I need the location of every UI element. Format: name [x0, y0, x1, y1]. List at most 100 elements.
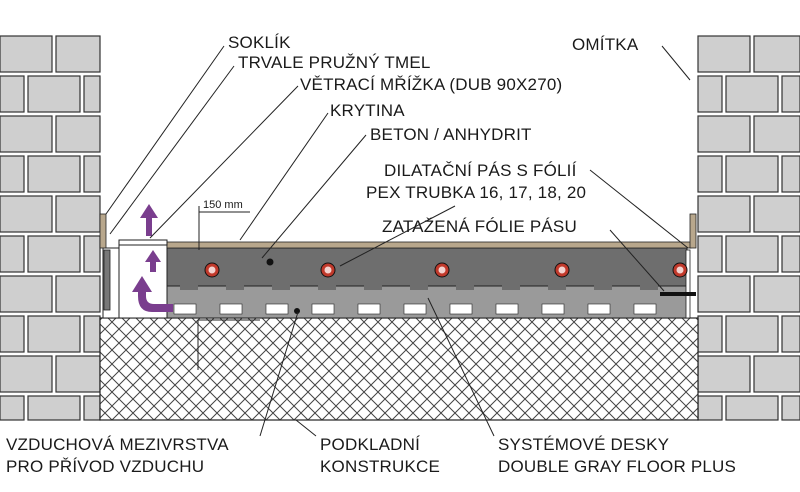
concrete-screed [166, 247, 688, 287]
board-tooth [180, 282, 198, 290]
board-teeth [180, 282, 658, 290]
brick [697, 35, 751, 73]
right-brick-wall [697, 35, 800, 421]
brick [55, 115, 101, 153]
up-arrow-icon [140, 204, 158, 236]
dimension-label: 150 mm [203, 199, 243, 211]
skirting-right [689, 213, 697, 249]
brick [0, 155, 25, 193]
air-slot [541, 303, 565, 315]
brick [697, 395, 723, 421]
brick [27, 395, 81, 421]
skirting-left [99, 213, 107, 249]
brick [697, 75, 723, 113]
brick [781, 235, 800, 273]
brick [781, 395, 800, 421]
pex-pipe [204, 262, 220, 278]
label-pex: PEX TRUBKA 16, 17, 18, 20 [366, 183, 586, 202]
brick [781, 155, 800, 193]
brick [725, 75, 779, 113]
brick [753, 355, 800, 393]
subfloor-construction [99, 317, 699, 421]
air-slot [403, 303, 427, 315]
brick [0, 275, 53, 313]
foil-end [660, 292, 696, 296]
dimension-line [198, 206, 250, 250]
brick [55, 275, 101, 313]
brick [0, 115, 53, 153]
label-soklik: SOKLÍK [228, 33, 291, 52]
brick [83, 155, 101, 193]
board-tooth [318, 282, 336, 290]
pex-pipe [672, 262, 688, 278]
ventilation-grille [118, 239, 168, 246]
label-krytina: KRYTINA [330, 101, 405, 120]
brick [753, 115, 800, 153]
label-dilatacni: DILATAČNÍ PÁS S FÓLIÍ [384, 161, 577, 180]
air-slot [633, 303, 657, 315]
label-zatazena: ZATAŽENÁ FÓLIE PÁSU [382, 217, 577, 236]
pex-pipe [320, 262, 336, 278]
label-podkladni-2: KONSTRUKCE [320, 457, 440, 476]
label-systemove-1: SYSTÉMOVÉ DESKY [498, 435, 669, 454]
brick [725, 395, 779, 421]
brick [83, 395, 101, 421]
brick [697, 235, 723, 273]
brick [55, 355, 101, 393]
brick [27, 235, 81, 273]
board-tooth [502, 282, 520, 290]
label-vzduch-1: VZDUCHOVÁ MEZIVRSTVA [6, 435, 229, 454]
left-fixture [103, 249, 111, 311]
board-dot [294, 308, 300, 314]
air-slot [219, 303, 243, 315]
board-tooth [548, 282, 566, 290]
brick [697, 115, 751, 153]
brick [0, 315, 25, 353]
label-omitka: OMÍTKA [572, 35, 639, 54]
brick [697, 275, 751, 313]
brick [697, 315, 723, 353]
board-tooth [364, 282, 382, 290]
brick [0, 235, 25, 273]
board-tooth [226, 282, 244, 290]
board-tooth [272, 282, 290, 290]
pex-pipe [554, 262, 570, 278]
board-tooth [594, 282, 612, 290]
brick [83, 235, 101, 273]
brick [27, 75, 81, 113]
brick [697, 355, 751, 393]
brick [781, 75, 800, 113]
left-brick-wall [0, 35, 101, 421]
brick [0, 195, 53, 233]
floor-covering [166, 241, 692, 249]
brick [0, 395, 25, 421]
brick [55, 195, 101, 233]
brick [0, 75, 25, 113]
leader-lines [105, 45, 691, 437]
brick [725, 155, 779, 193]
brick [0, 35, 53, 73]
brick [27, 315, 81, 353]
label-tmel: TRVALE PRUŽNÝ TMEL [238, 53, 431, 72]
brick [753, 275, 800, 313]
label-vzduch-2: PRO PŘÍVOD VZDUCHU [6, 457, 204, 476]
screed-dot [266, 258, 274, 266]
air-slot [311, 303, 335, 315]
air-slot [265, 303, 289, 315]
board-tooth [410, 282, 428, 290]
label-systemove-2: DOUBLE GRAY FLOOR PLUS [498, 457, 736, 476]
board-tooth [456, 282, 474, 290]
air-slot [449, 303, 473, 315]
brick [83, 315, 101, 353]
curved-arrow-icon [132, 250, 173, 312]
board-tooth [640, 282, 658, 290]
brick [697, 195, 751, 233]
brick [27, 155, 81, 193]
air-slot [587, 303, 611, 315]
label-mrizka: VĚTRACÍ MŘÍŽKA (DUB 90X270) [300, 75, 562, 94]
brick [781, 315, 800, 353]
dilatation-strip [685, 249, 691, 319]
brick [0, 355, 53, 393]
air-slot [495, 303, 519, 315]
